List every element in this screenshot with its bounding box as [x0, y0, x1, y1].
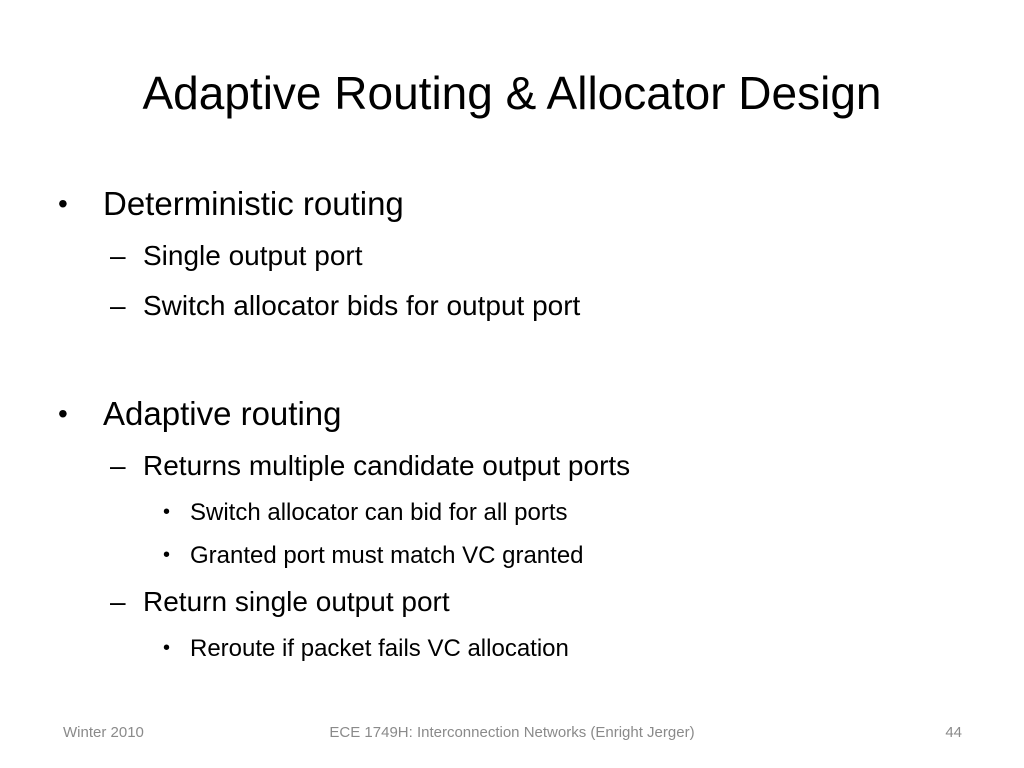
bullet-list: •Deterministic routing–Single output por… [0, 176, 1024, 670]
dash-marker: – [110, 290, 126, 321]
bullet-item: –Switch allocator bids for output port [0, 281, 1024, 331]
bullet-text: Deterministic routing [103, 185, 404, 222]
bullet-text: Granted port must match VC granted [190, 542, 584, 569]
bullet-item: –Returns multiple candidate output ports [0, 441, 1024, 491]
bullet-item: • Granted port must match VC granted [0, 534, 1024, 577]
bullet-text: Adaptive routing [103, 395, 342, 432]
bullet-gap [0, 331, 1024, 386]
bullet-marker: • [163, 637, 171, 659]
bullet-marker: • [163, 501, 171, 523]
dash-marker: – [110, 586, 126, 617]
bullet-marker: • [163, 544, 171, 566]
bullet-item: –Return single output port [0, 577, 1024, 627]
bullet-text: Switch allocator can bid for all ports [190, 499, 568, 526]
bullet-item: • Switch allocator can bid for all ports [0, 491, 1024, 534]
dash-marker: – [110, 240, 126, 271]
slide-title: Adaptive Routing & Allocator Design [142, 67, 882, 119]
footer-page-number: 44 [945, 724, 962, 741]
bullet-marker: • [58, 188, 68, 219]
bullet-item: • Deterministic routing [0, 176, 1024, 231]
bullet-text: Single output port [143, 240, 363, 271]
bullet-item: • Adaptive routing [0, 386, 1024, 441]
bullet-item: –Single output port [0, 231, 1024, 281]
bullet-text: Reroute if packet fails VC allocation [190, 635, 569, 662]
bullet-marker: • [58, 398, 68, 429]
bullet-item: • Reroute if packet fails VC allocation [0, 627, 1024, 670]
bullet-text: Returns multiple candidate output ports [143, 450, 631, 481]
bullet-text: Return single output port [143, 586, 450, 617]
footer-date: Winter 2010 [63, 724, 144, 741]
footer-course-title: ECE 1749H: Interconnection Networks (Enr… [329, 724, 695, 741]
bullet-text: Switch allocator bids for output port [143, 290, 581, 321]
dash-marker: – [110, 450, 126, 481]
slide-footer: Winter 2010 ECE 1749H: Interconnection N… [0, 720, 1024, 748]
